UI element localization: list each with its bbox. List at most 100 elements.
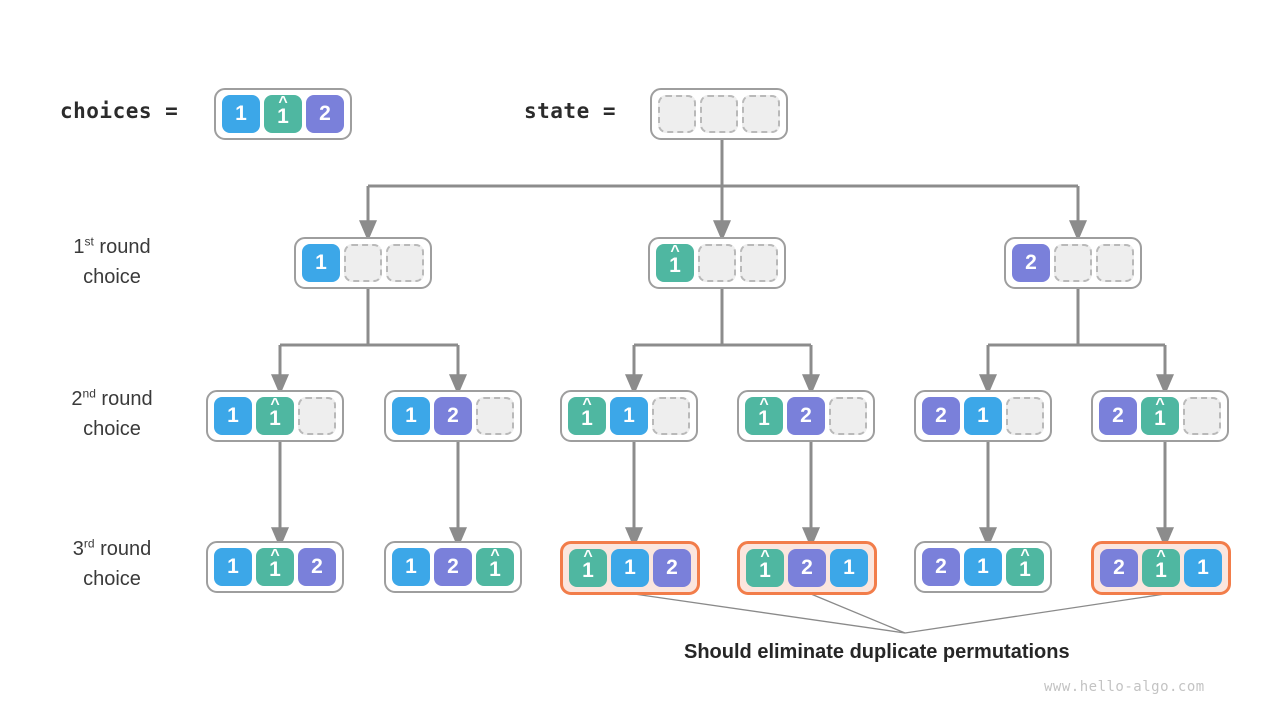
- level2-node-3-empty-cell-2: [829, 397, 867, 435]
- hat-one-glyph: ^1: [1153, 397, 1167, 431]
- caret-icon: ^: [1020, 547, 1030, 564]
- choices-cell-2: 2: [306, 95, 344, 133]
- level2-node-3-marked-cell-0: ^1: [745, 397, 783, 435]
- round-ordinal-1: 1st round: [73, 234, 151, 258]
- level2-node-0-empty-cell-2: [298, 397, 336, 435]
- level3-node-3-cell-1: 2: [788, 549, 826, 587]
- cell-value: 1: [843, 556, 855, 579]
- round-label-2: 2nd round choice: [22, 384, 202, 444]
- level3-node-4-cell-0: 2: [922, 548, 960, 586]
- round-label-3: 3rd round choice: [22, 534, 202, 594]
- level1-node-1-empty-cell-1: [698, 244, 736, 282]
- cell-value: 2: [447, 404, 459, 427]
- level2-node-2-cell-1: 1: [610, 397, 648, 435]
- duplicate-permutations-note: Should eliminate duplicate permutations: [684, 641, 1070, 663]
- level2-node-1-cell-0: 1: [392, 397, 430, 435]
- level3-node-0-cell-2: 2: [298, 548, 336, 586]
- level1-node-2-empty-cell-1: [1054, 244, 1092, 282]
- cell-value: 2: [801, 556, 813, 579]
- level1-node-0-empty-cell-1: [344, 244, 382, 282]
- level2-node-5: 2 ^1: [1091, 390, 1229, 442]
- cell-value: 1: [235, 102, 247, 125]
- level3-node-5-cell-0: 2: [1100, 549, 1138, 587]
- level2-node-2-marked-cell-0: ^1: [568, 397, 606, 435]
- cell-value: 2: [666, 556, 678, 579]
- caret-icon: ^: [1155, 396, 1165, 413]
- hat-one-glyph: ^1: [488, 548, 502, 582]
- cell-value: 1: [669, 254, 681, 277]
- level3-node-0-cell-0: 1: [214, 548, 252, 586]
- caret-icon: ^: [278, 94, 288, 111]
- cell-value: 2: [319, 102, 331, 125]
- level3-node-1-cell-1: 2: [434, 548, 472, 586]
- state-label: state =: [524, 99, 617, 123]
- cell-value: 1: [269, 407, 281, 430]
- cell-value: 2: [800, 404, 812, 427]
- cell-value: 1: [581, 407, 593, 430]
- cell-value: 1: [977, 404, 989, 427]
- round-word-3: choice: [83, 568, 141, 590]
- watermark: www.hello-algo.com: [1044, 679, 1205, 695]
- level2-node-2-empty-cell-2: [652, 397, 690, 435]
- level3-node-3-cell-2: 1: [830, 549, 868, 587]
- level3-node-5-marked-cell-1: ^1: [1142, 549, 1180, 587]
- caret-icon: ^: [670, 243, 680, 260]
- state-empty-cell-1: [700, 95, 738, 133]
- level3-node-1: 1 2 ^1: [384, 541, 522, 593]
- cell-value: 2: [447, 555, 459, 578]
- hat-one-glyph: ^1: [580, 397, 594, 431]
- level2-node-0: 1^1: [206, 390, 344, 442]
- level3-node-2-marked-cell-0: ^1: [569, 549, 607, 587]
- hat-one-glyph: ^1: [757, 397, 771, 431]
- level2-node-4-empty-cell-2: [1006, 397, 1044, 435]
- level2-node-3: ^1 2: [737, 390, 875, 442]
- level1-node-1-empty-cell-2: [740, 244, 778, 282]
- cell-value: 1: [405, 555, 417, 578]
- cell-value: 2: [1112, 404, 1124, 427]
- hat-one-glyph: ^1: [1018, 548, 1032, 582]
- level3-node-0-marked-cell-1: ^1: [256, 548, 294, 586]
- state-array: [650, 88, 788, 140]
- level3-node-5-cell-2: 1: [1184, 549, 1222, 587]
- caret-icon: ^: [759, 396, 769, 413]
- round-label-1: 1st round choice: [22, 232, 202, 292]
- cell-value: 1: [1155, 559, 1167, 582]
- hat-one-glyph: ^1: [276, 95, 290, 129]
- level3-node-1-cell-0: 1: [392, 548, 430, 586]
- round-ordinal-3: 3rd round: [72, 536, 152, 560]
- round-word-1: choice: [83, 266, 141, 288]
- cell-value: 2: [311, 555, 323, 578]
- level3-node-2-cell-1: 1: [611, 549, 649, 587]
- caret-icon: ^: [1156, 548, 1166, 565]
- level1-node-2-empty-cell-2: [1096, 244, 1134, 282]
- choices-label: choices =: [60, 99, 179, 123]
- cell-value: 1: [227, 555, 239, 578]
- cell-value: 1: [759, 559, 771, 582]
- level1-node-1: ^1: [648, 237, 786, 289]
- caret-icon: ^: [270, 547, 280, 564]
- cell-value: 2: [1025, 251, 1037, 274]
- level2-node-4-cell-0: 2: [922, 397, 960, 435]
- caret-icon: ^: [760, 548, 770, 565]
- level2-node-5-marked-cell-1: ^1: [1141, 397, 1179, 435]
- level2-node-5-cell-0: 2: [1099, 397, 1137, 435]
- level2-node-0-cell-0: 1: [214, 397, 252, 435]
- cell-value: 1: [758, 407, 770, 430]
- cell-value: 1: [277, 105, 289, 128]
- level2-node-5-empty-cell-2: [1183, 397, 1221, 435]
- level2-node-0-marked-cell-1: ^1: [256, 397, 294, 435]
- level2-node-1-cell-1: 2: [434, 397, 472, 435]
- cell-value: 1: [977, 555, 989, 578]
- level3-node-2-cell-2: 2: [653, 549, 691, 587]
- state-empty-cell-2: [742, 95, 780, 133]
- level1-node-0: 1: [294, 237, 432, 289]
- level3-node-4-marked-cell-2: ^1: [1006, 548, 1044, 586]
